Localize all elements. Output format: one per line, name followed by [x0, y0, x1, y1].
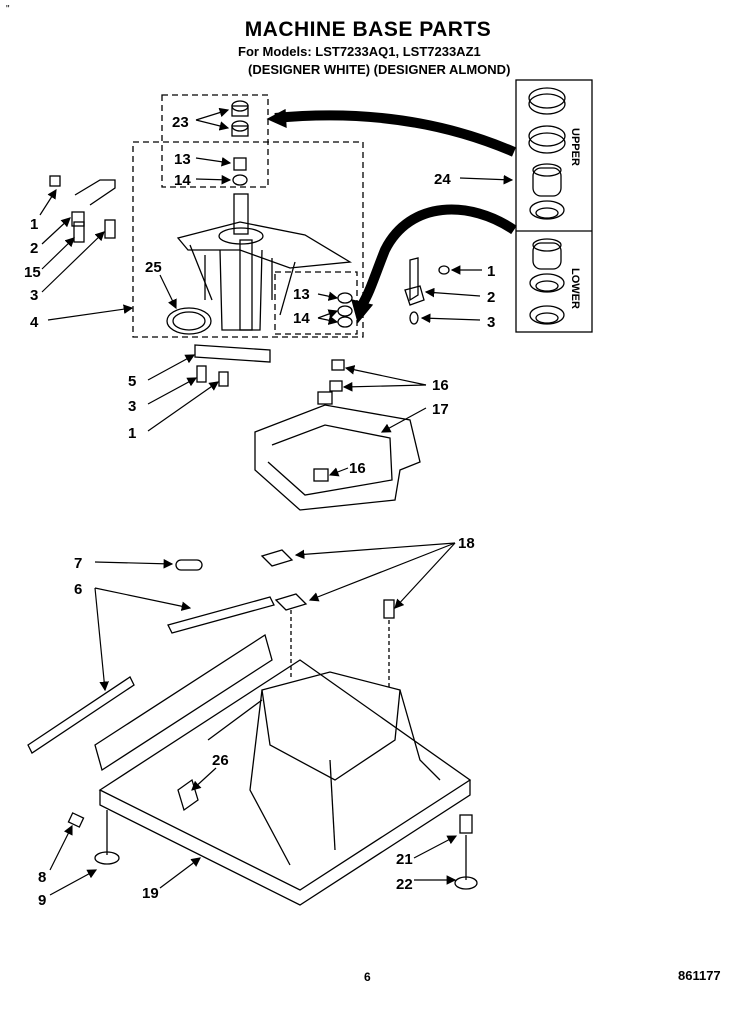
lower-arrow: [357, 204, 517, 308]
callout-2-right: 2: [487, 289, 495, 306]
clip-18b: [274, 593, 308, 611]
bracket-5: [194, 344, 271, 363]
callout-3-right: 3: [487, 314, 495, 331]
kit-lower-label: LOWER: [569, 268, 581, 309]
page-number: 6: [364, 970, 371, 984]
clip-26: [177, 778, 199, 812]
corner-mark: ": [6, 4, 10, 15]
part-8: [67, 812, 85, 828]
callout-26: 26: [212, 752, 229, 769]
right-bracket: [409, 257, 419, 302]
color-variants: (DESIGNER WHITE) (DESIGNER ALMOND): [248, 62, 511, 77]
callout-9: 9: [38, 892, 46, 909]
transmission-assembly: [176, 193, 353, 331]
callout-21: 21: [396, 851, 413, 868]
callout-7: 7: [74, 555, 82, 572]
foot-9: [94, 851, 120, 865]
callout-15: 15: [24, 264, 41, 281]
upper-arrow: [274, 110, 516, 157]
callout-1-right: 1: [487, 263, 495, 280]
callout-18: 18: [458, 535, 475, 552]
bearing-kit-box: [515, 79, 593, 333]
lower-bearings: [529, 238, 565, 325]
page-title: MACHINE BASE PARTS: [244, 18, 492, 41]
clip-18c: [383, 599, 395, 619]
callout-1: 1: [30, 216, 38, 233]
callout-3-lower: 3: [128, 398, 136, 415]
part-6-upper: [167, 596, 275, 634]
frame-17: [254, 404, 421, 511]
clip-16b: [313, 468, 329, 482]
callout-3: 3: [30, 287, 38, 304]
callout-16: 16: [432, 377, 449, 394]
callout-17: 17: [432, 401, 449, 418]
part-6-lower: [27, 676, 135, 754]
callout-1-lower: 1: [128, 425, 136, 442]
callout-22: 22: [396, 876, 413, 893]
callout-5: 5: [128, 373, 136, 390]
callout-25: 25: [145, 259, 162, 276]
left-bracket: [74, 179, 116, 206]
model-numbers: For Models: LST7233AQ1, LST7233AZ1: [238, 44, 481, 59]
part-7: [175, 559, 203, 571]
document-number: 861177: [678, 968, 721, 983]
part-21: [459, 814, 473, 834]
callout-2: 2: [30, 240, 38, 257]
callout-19: 19: [142, 885, 159, 902]
callout-13: 13: [174, 151, 191, 168]
callout-4: 4: [30, 314, 39, 331]
callout-14: 14: [174, 172, 191, 189]
upper-bearings: [528, 87, 566, 220]
callout-14-lower: 14: [293, 310, 310, 327]
machine-base-19: [94, 633, 472, 906]
callout-8: 8: [38, 869, 46, 886]
callout-23: 23: [172, 114, 189, 131]
clip-16a: [331, 359, 345, 371]
transmission-box: [132, 141, 364, 338]
callout-16-lower: 16: [349, 460, 366, 477]
seal-25: [166, 307, 212, 335]
callout-24: 24: [434, 171, 451, 188]
upper-bearing-box: [161, 94, 269, 188]
callout-6: 6: [74, 581, 82, 598]
kit-upper-label: UPPER: [569, 128, 581, 166]
clip-18a: [260, 549, 294, 567]
callout-13-lower: 13: [293, 286, 310, 303]
